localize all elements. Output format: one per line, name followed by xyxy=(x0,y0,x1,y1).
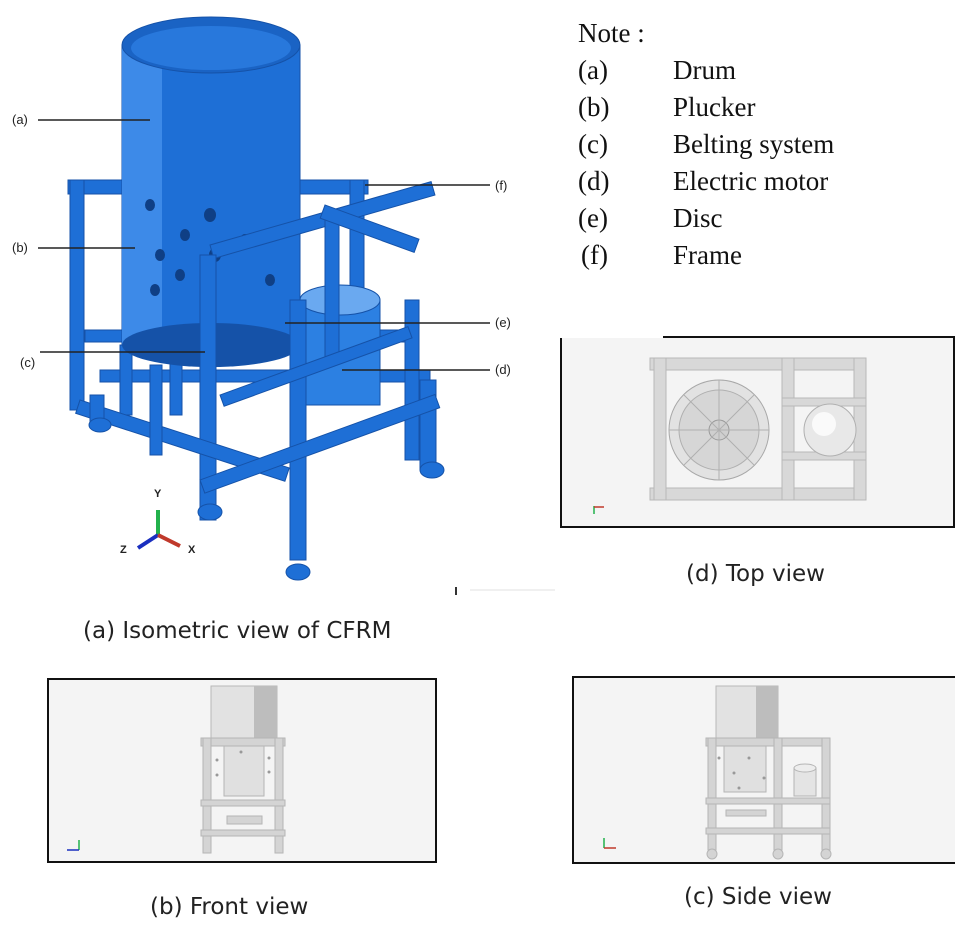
front-view-panel xyxy=(47,678,437,863)
callout-c: (c) xyxy=(20,355,36,370)
callout-e: (e) xyxy=(495,315,511,330)
note-item: (d) Electric motor xyxy=(578,166,868,202)
front-view-drawing xyxy=(67,685,286,854)
note-item-label: Frame xyxy=(673,240,742,270)
side-view-drawing xyxy=(603,685,832,860)
note-item-key: (b) xyxy=(578,92,610,122)
callout-f: (f) xyxy=(495,178,508,193)
axis-x-label: X xyxy=(188,544,196,556)
note-item-key: (c) xyxy=(578,129,608,159)
note-item-key: (e) xyxy=(578,203,608,233)
isometric-model-drawing xyxy=(38,16,555,595)
callout-a: (a) xyxy=(12,112,28,127)
note-item-label: Drum xyxy=(673,55,736,85)
top-view-drawing xyxy=(593,357,867,514)
note-item: (f) Frame xyxy=(581,240,868,276)
note-item-label: Disc xyxy=(673,203,723,233)
caption-front-view: (b) Front view xyxy=(150,894,309,920)
isometric-view: (a) (b) (c) (f) (e) (d) Y Z X xyxy=(0,0,560,600)
caption-top-view: (d) Top view xyxy=(686,561,825,587)
note-item-label: Belting system xyxy=(673,129,835,159)
note-item: (b) Plucker xyxy=(578,92,868,128)
axis-z-label: Z xyxy=(120,544,127,556)
note-item-key: (f) xyxy=(581,240,608,270)
note-item-label: Electric motor xyxy=(673,166,829,196)
note-item-key: (d) xyxy=(578,166,610,196)
note-item-key: (a) xyxy=(578,55,608,85)
top-view-divider xyxy=(663,336,955,338)
callout-d: (d) xyxy=(495,362,511,377)
caption-side-view: (c) Side view xyxy=(684,884,832,910)
side-view-panel xyxy=(572,676,955,864)
top-view-panel xyxy=(560,338,955,528)
caption-isometric: (a) Isometric view of CFRM xyxy=(83,618,392,644)
note-item: (c) Belting system xyxy=(578,129,868,165)
note-title: Note : xyxy=(578,18,645,48)
note-item: (e) Disc xyxy=(578,203,868,239)
callout-b: (b) xyxy=(12,240,28,255)
note-item: (a) Drum xyxy=(578,55,868,91)
axis-y-label: Y xyxy=(154,488,162,500)
note-item-label: Plucker xyxy=(673,92,756,122)
note-legend: Note : (a) Drum (b) Plucker (c) Belting … xyxy=(578,18,868,288)
